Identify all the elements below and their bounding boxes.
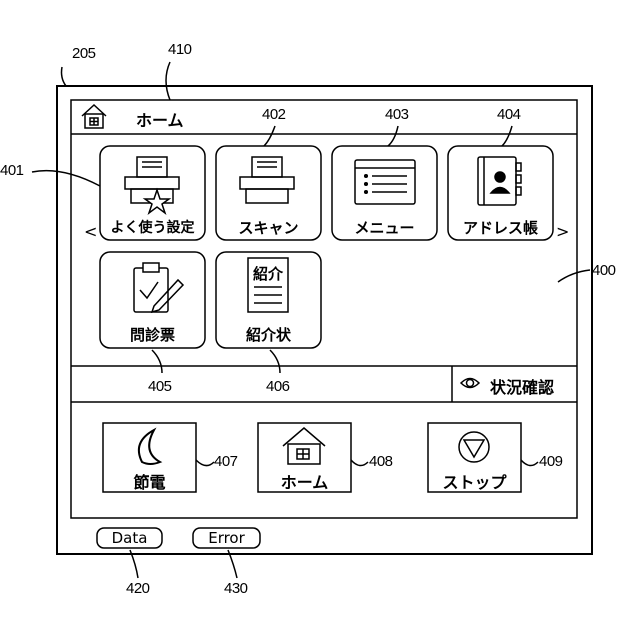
ref-430: 430 — [224, 580, 248, 597]
tile-label-monshin: 問診票 — [100, 324, 205, 345]
stop-button-label: ストップ — [428, 469, 521, 493]
leader-400 — [558, 270, 590, 282]
page-title: ホーム — [136, 107, 184, 131]
home-button-label: ホーム — [258, 469, 351, 493]
ref-405: 405 — [148, 378, 172, 395]
next-arrow[interactable]: > — [556, 222, 569, 241]
ref-406: 406 — [266, 378, 290, 395]
scanner-icon — [240, 157, 294, 203]
error-pill-label: Error — [193, 529, 260, 547]
ref-401: 401 — [0, 162, 24, 179]
moon-icon — [139, 430, 160, 464]
printer-star-icon — [125, 157, 179, 213]
tile-label-scan: スキャン — [216, 217, 321, 238]
address-book-icon — [478, 157, 521, 205]
leader-403 — [388, 126, 398, 146]
tile-label-favorites: よく使う設定 — [100, 217, 205, 237]
prev-arrow[interactable]: < — [84, 222, 97, 241]
menu-list-icon — [355, 160, 415, 204]
leader-406 — [270, 350, 280, 373]
ref-403: 403 — [385, 106, 409, 123]
ref-409: 409 — [539, 453, 563, 470]
referral-letter-icon-text: 紹介 — [248, 263, 288, 284]
ref-400: 400 — [592, 262, 616, 279]
leader-405 — [152, 350, 162, 373]
leader-407 — [196, 460, 214, 466]
clipboard-pen-icon — [134, 263, 183, 312]
leader-401 — [32, 171, 100, 186]
home-icon[interactable] — [82, 105, 106, 128]
tile-label-shokai: 紹介状 — [216, 324, 321, 345]
ref-408: 408 — [369, 453, 393, 470]
leader-402 — [264, 126, 275, 146]
leader-409 — [521, 460, 538, 466]
eye-icon — [461, 379, 479, 388]
ref-410: 410 — [168, 41, 192, 58]
ref-404: 404 — [497, 106, 521, 123]
leader-205 — [62, 67, 67, 86]
ref-205: 205 — [72, 45, 96, 62]
ref-407: 407 — [214, 453, 238, 470]
status-check-label[interactable]: 状況確認 — [490, 374, 554, 398]
power-save-label: 節電 — [103, 469, 196, 493]
leader-410 — [166, 62, 170, 100]
ref-420: 420 — [126, 580, 150, 597]
leader-404 — [502, 126, 512, 146]
ref-402: 402 — [262, 106, 286, 123]
tile-label-address-book: アドレス帳 — [448, 217, 553, 238]
data-pill-label: Data — [97, 529, 162, 547]
home-icon — [283, 428, 325, 464]
tile-label-menu: メニュー — [332, 217, 437, 238]
stop-icon — [459, 432, 489, 462]
leader-408 — [351, 460, 368, 466]
